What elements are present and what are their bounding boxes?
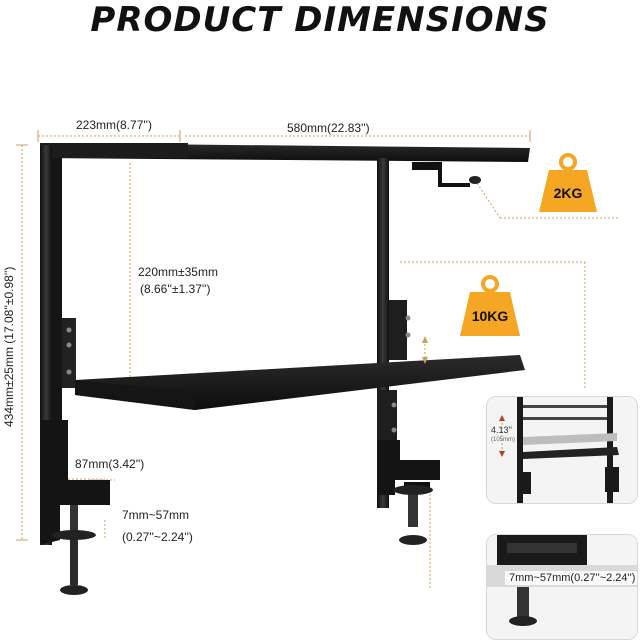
weight-2kg-label: 2KG [553, 185, 583, 201]
inset-clamp-range: 7mm~57mm(0.27''~2.24'') [486, 534, 638, 640]
weight-2kg-icon: 2KG [537, 150, 599, 214]
shelf-gap-label-in: (8.66''±1.37'') [140, 282, 211, 296]
page-title: PRODUCT DIMENSIONS [90, 0, 550, 40]
clamp-depth-label: 87mm(3.42'') [75, 457, 145, 471]
width-label: 580mm(22.83'') [287, 121, 370, 135]
weight-10kg-icon: 10KG [458, 272, 522, 338]
weight-10kg-label: 10KG [471, 308, 509, 324]
clamp-range-label-mm: 7mm~57mm [122, 508, 190, 522]
height-label: 434mm±25mm (17.08''±0.98'') [2, 266, 16, 427]
clamp-range-label-in: (0.27''~2.24'') [122, 530, 193, 544]
inset-adjust-value: 4.13'' [491, 425, 512, 435]
inset-clamp-label: 7mm~57mm(0.27''~2.24'') [505, 571, 637, 585]
inset-adjust-sub: (105mm) [491, 437, 516, 443]
shelf-gap-label-mm: 220mm±35mm [138, 265, 218, 279]
inset-height-adjust: 4.13'' (105mm) [486, 396, 638, 504]
depth-label: 223mm(8.77'') [76, 118, 152, 132]
